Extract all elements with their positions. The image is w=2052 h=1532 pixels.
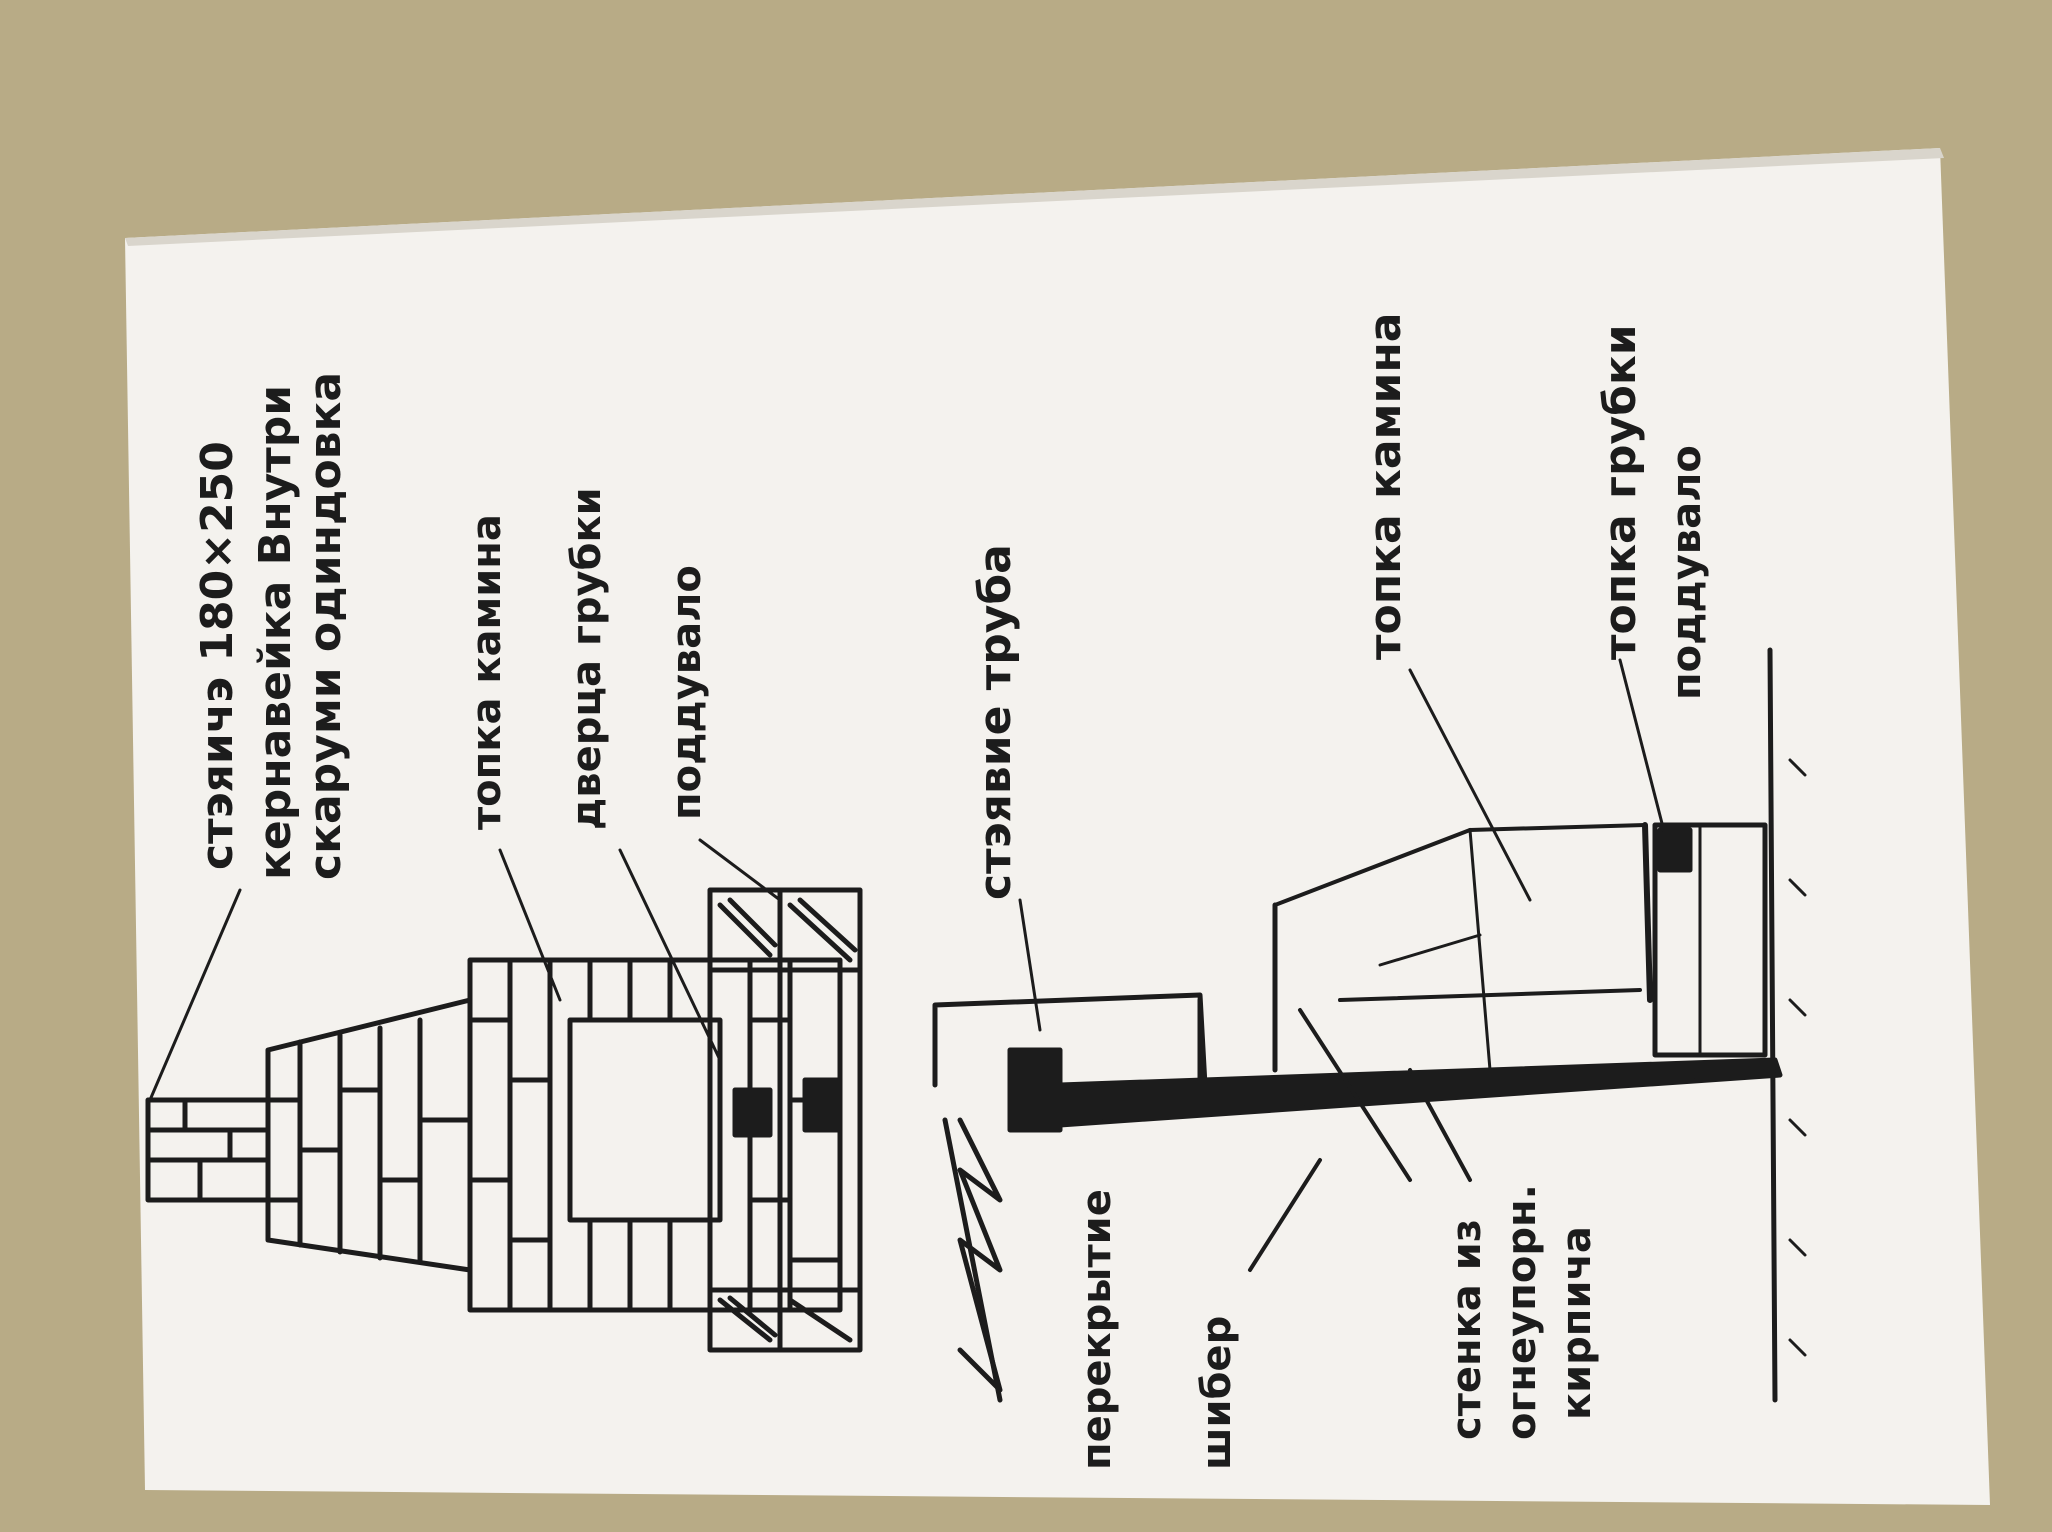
label-stove-door: дверца грубки <box>564 487 610 830</box>
label-wall-2: огнеупорн. <box>1499 1184 1545 1440</box>
label-chimney-spec-3: скаруми одиндовка <box>300 372 351 880</box>
label-chimney-pipe: стэявие труба <box>970 544 1021 900</box>
fireplace-elevation-sketch <box>145 838 863 1353</box>
label-firebox-stove: топка грубки <box>1595 324 1646 660</box>
fireplace-base <box>707 887 863 1353</box>
label-chimney-spec-1: стэяичэ 180×250 <box>192 441 243 870</box>
label-ash-pit: поддувало <box>664 565 710 820</box>
label-ash-pit-2: поддувало <box>1664 445 1710 700</box>
ceiling-block <box>1007 1047 1063 1133</box>
label-firebox-fireplace-2: топка камина <box>1360 313 1411 660</box>
firebox-opening <box>567 1017 723 1223</box>
stove-firebox <box>1652 822 1768 1058</box>
label-wall-1: стенка из <box>1444 1219 1490 1440</box>
paper-shadow <box>125 148 1944 246</box>
ash-pit-door <box>802 1077 843 1133</box>
labels: стэяичэ 180×250 кернавейка Внутри скарум… <box>192 313 1710 1470</box>
label-ceiling: перекрытие <box>1074 1189 1120 1470</box>
label-damper: шибер <box>1194 1316 1240 1470</box>
ground-line <box>1767 647 1778 1403</box>
label-wall-3: кирпича <box>1554 1226 1600 1420</box>
fireplace-section-sketch <box>932 647 1807 1403</box>
fireplace-body <box>467 957 843 1313</box>
stove-door <box>732 1087 773 1138</box>
label-firebox-fireplace: топка камина <box>464 514 510 830</box>
label-chimney-spec-2: кернавейка Внутри <box>250 385 301 880</box>
